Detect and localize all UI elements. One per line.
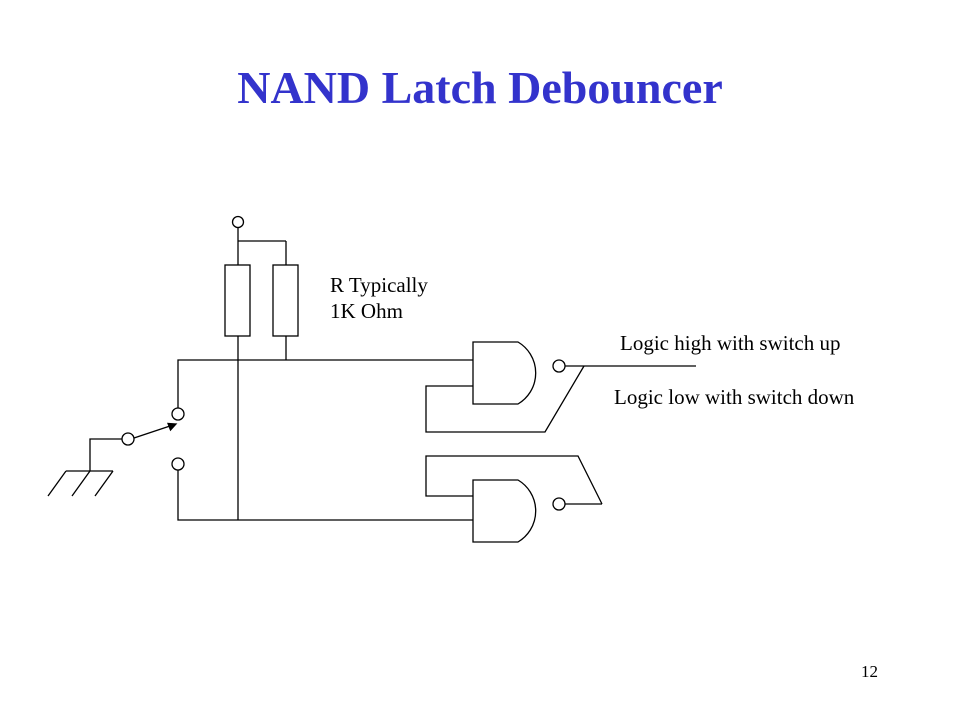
feedback-wire-bottom: [425, 455, 603, 505]
resistor-note-line-2: 1K Ohm: [330, 299, 403, 323]
slide-title: NAND Latch Debouncer: [237, 62, 723, 113]
wire-reset-line: [177, 466, 473, 521]
vcc-terminal: [231, 215, 287, 265]
resistor-value-note: R Typically 1K Ohm: [330, 272, 428, 324]
pull-up-resistor-2: [272, 264, 299, 360]
nand-gate-top: [472, 341, 696, 405]
output-low-label: Logic low with switch down: [614, 385, 855, 409]
nand-gate-bottom: [472, 479, 602, 543]
output-high-label: Logic high with switch up: [620, 331, 841, 355]
ground-symbol: [47, 438, 122, 497]
feedback-wire-top: [425, 365, 585, 433]
wire-set-line: [177, 359, 473, 412]
spdt-switch: [121, 407, 185, 471]
pull-up-resistor-1: [224, 264, 251, 520]
page-number: 12: [861, 662, 878, 681]
resistor-note-line-1: R Typically: [330, 273, 428, 297]
